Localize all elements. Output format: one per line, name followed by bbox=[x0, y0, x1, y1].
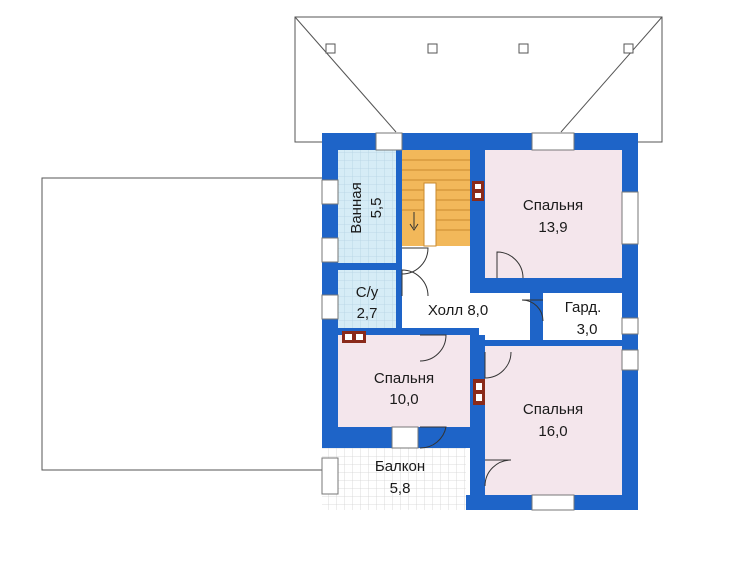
stair-treads bbox=[402, 159, 470, 247]
wardrobe-area: 3,0 bbox=[577, 321, 598, 338]
bath-room bbox=[338, 150, 396, 263]
balcony-floor bbox=[322, 448, 466, 510]
wc-room bbox=[338, 270, 396, 328]
bath-area: 5,5 bbox=[368, 198, 385, 219]
window bbox=[621, 191, 639, 245]
balcony-area: 5,8 bbox=[390, 480, 411, 497]
window bbox=[321, 237, 339, 263]
window bbox=[321, 457, 339, 495]
bedroom-3-area: 16,0 bbox=[538, 423, 567, 440]
roof-vent bbox=[427, 43, 438, 54]
bedroom-3-name: Спальня bbox=[523, 401, 583, 418]
window bbox=[375, 132, 403, 151]
chimney-icon bbox=[473, 379, 485, 405]
bedroom-2-name: Спальня bbox=[374, 370, 434, 387]
window bbox=[321, 179, 339, 205]
hall-label: Холл 8,0 bbox=[428, 302, 488, 319]
bath-name: Ванная bbox=[348, 182, 365, 233]
roof-vent bbox=[518, 43, 529, 54]
balcony-name: Балкон bbox=[375, 458, 425, 475]
upper-roof bbox=[294, 16, 663, 143]
interior-walls bbox=[338, 150, 622, 510]
lower-roof-outline bbox=[41, 177, 322, 471]
wc-name: С/у bbox=[356, 284, 379, 301]
window bbox=[531, 494, 575, 511]
window bbox=[621, 317, 639, 335]
bedroom-2-area: 10,0 bbox=[389, 391, 418, 408]
bedroom-3 bbox=[485, 346, 622, 495]
window bbox=[531, 132, 575, 151]
bedroom-1-name: Спальня bbox=[523, 197, 583, 214]
door-swings bbox=[401, 247, 544, 487]
wc-area: 2,7 bbox=[357, 305, 378, 322]
window bbox=[621, 349, 639, 371]
window bbox=[321, 294, 339, 320]
windows bbox=[321, 132, 639, 511]
bedroom-2 bbox=[338, 335, 470, 427]
bedroom-1-area: 13,9 bbox=[538, 219, 567, 236]
window bbox=[391, 426, 419, 449]
bedroom-1 bbox=[485, 150, 622, 278]
wardrobe-name: Гард. bbox=[565, 299, 602, 316]
roof-vent bbox=[623, 43, 634, 54]
roof-vent bbox=[325, 43, 336, 54]
wardrobe-room bbox=[543, 293, 622, 340]
